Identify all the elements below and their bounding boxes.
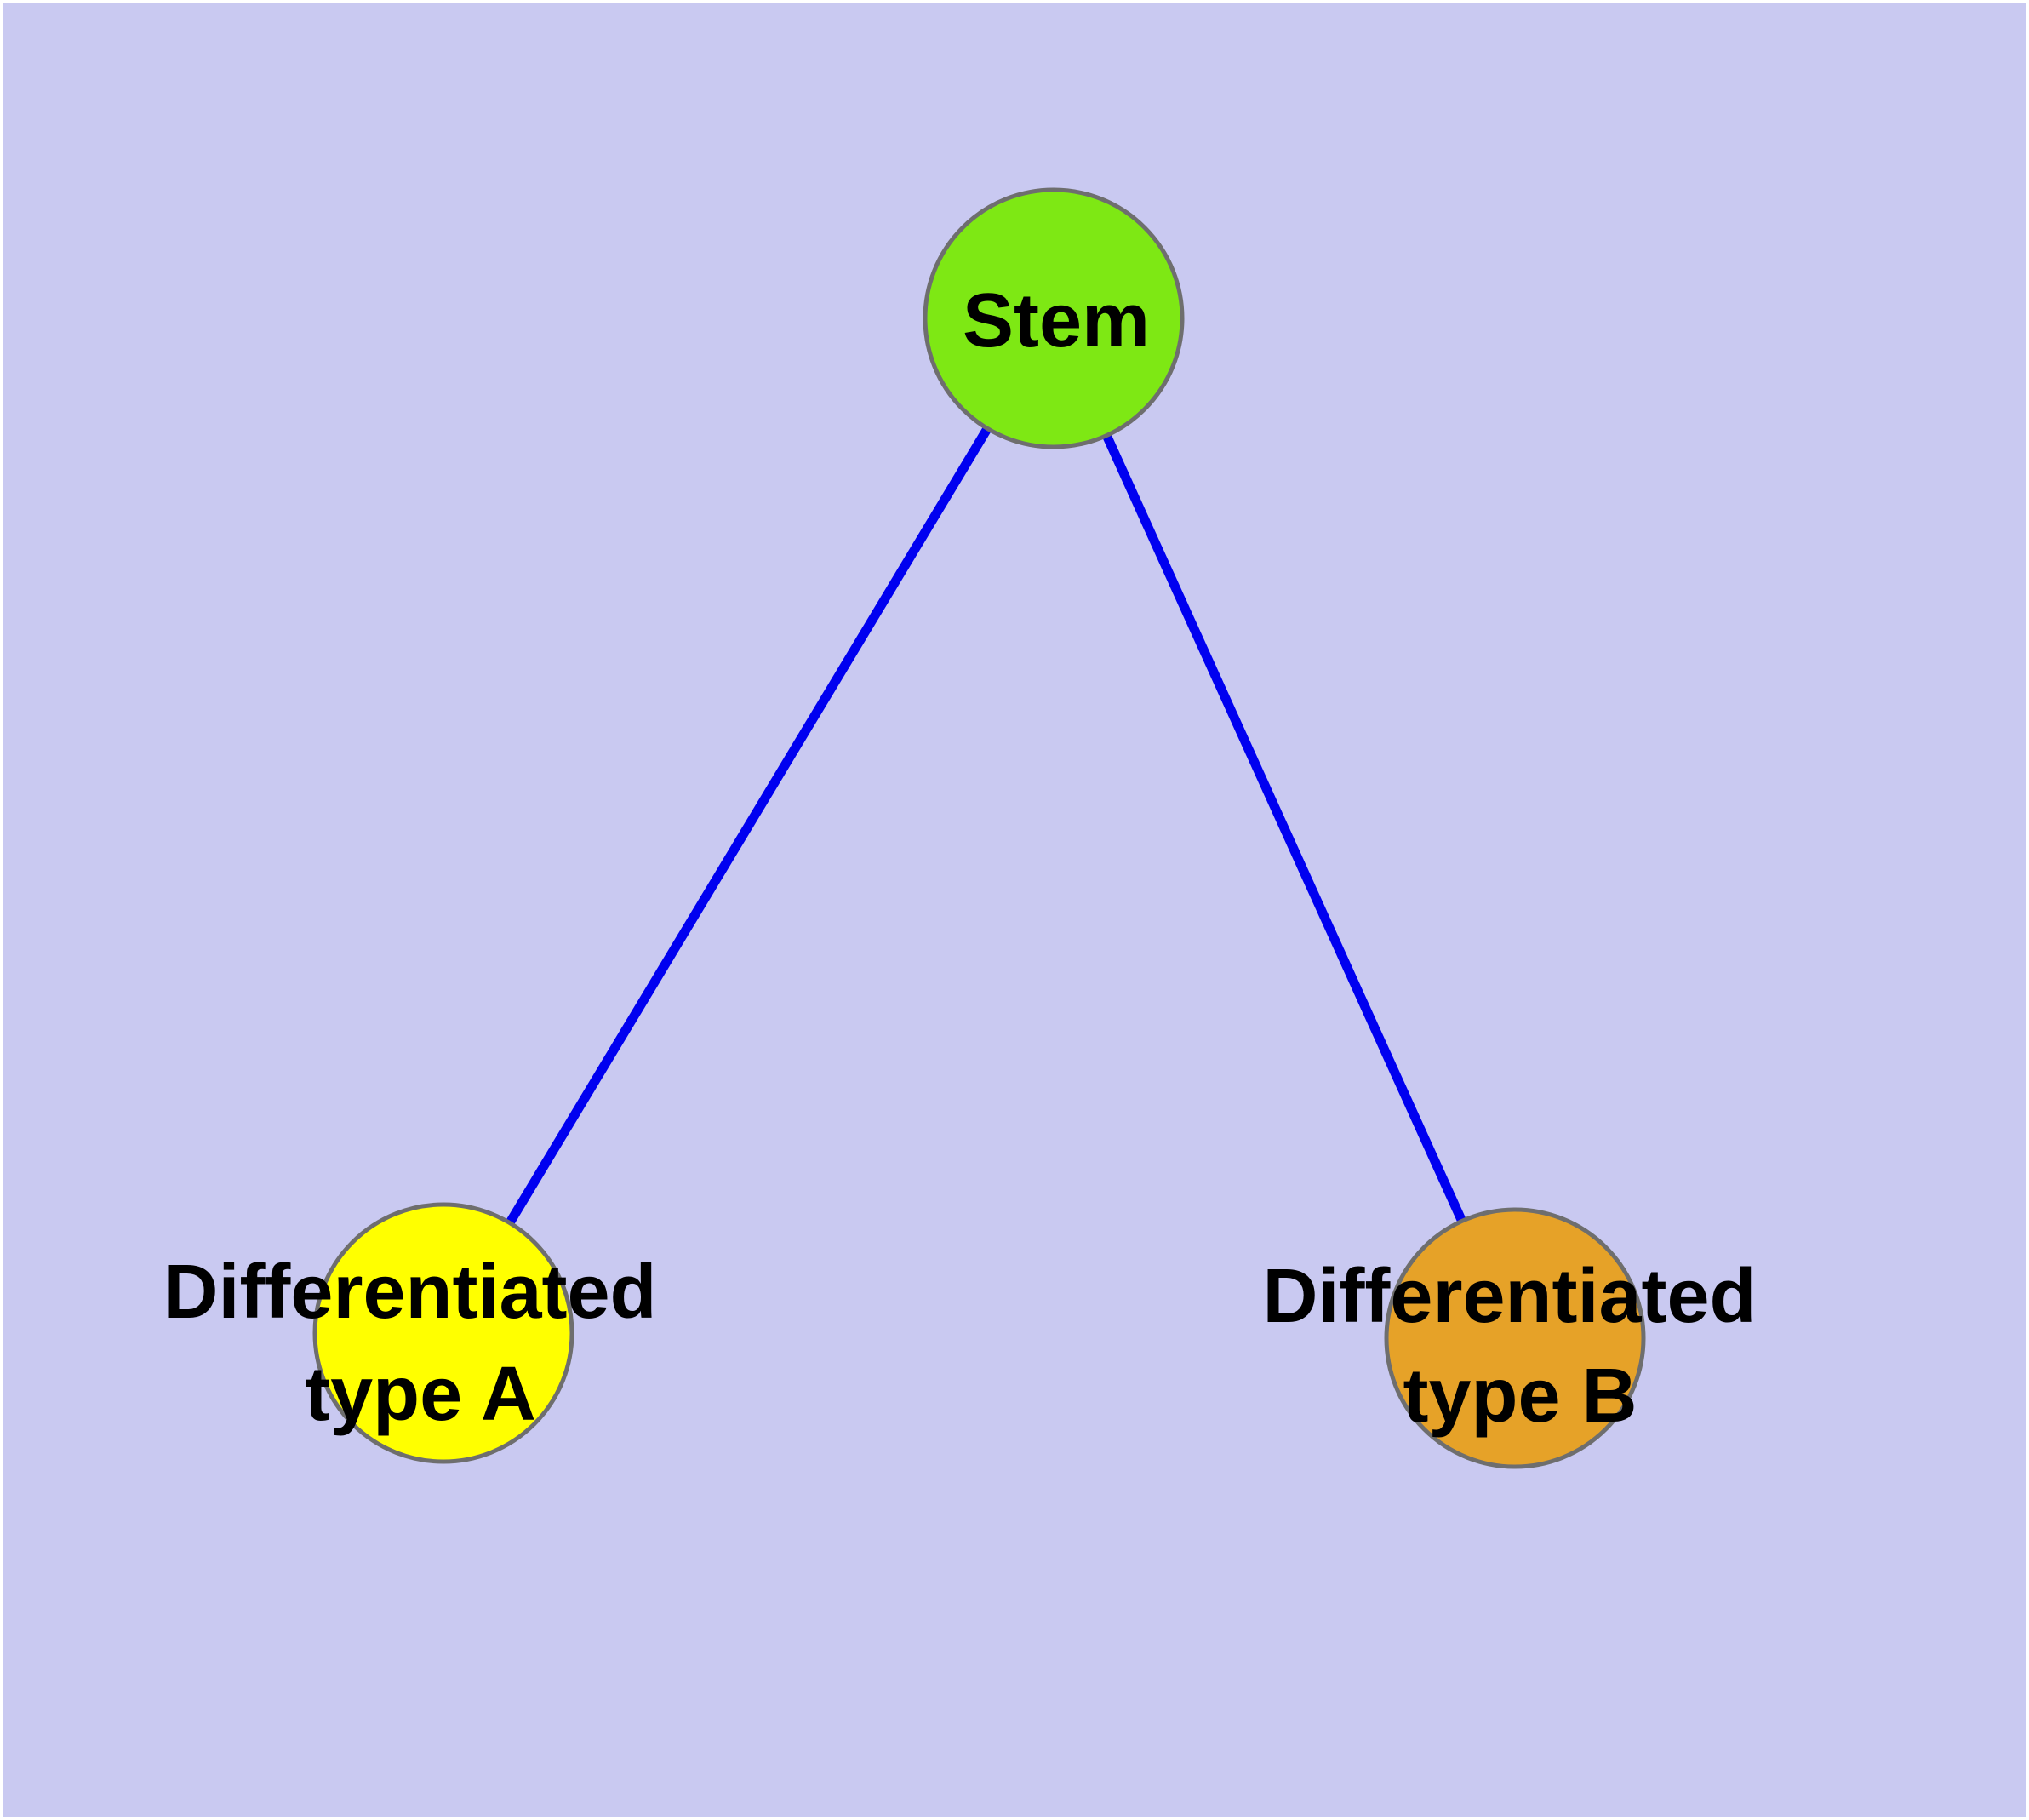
edge-layer — [439, 316, 1520, 1341]
edge-stem-to-differentiated-type-b — [1049, 316, 1520, 1341]
node-differentiated-type-b-label: Differentiated type B — [1262, 1254, 1777, 1439]
node-stem-label: Stem — [963, 278, 1150, 363]
label-layer: Stem Differentiated type A Differentiate… — [163, 278, 1777, 1439]
node-differentiated-type-a — [312, 1202, 574, 1464]
node-differentiated-type-a-label-line-1: Differentiated — [163, 1250, 656, 1335]
node-stem — [923, 187, 1185, 449]
node-layer — [312, 187, 1646, 1469]
edge-stem-to-differentiated-type-a — [439, 316, 1058, 1336]
node-differentiated-type-b — [1384, 1207, 1646, 1469]
node-differentiated-type-a-label-line-2: type A — [305, 1352, 536, 1437]
node-differentiated-type-a-label: Differentiated type A — [163, 1250, 677, 1437]
node-differentiated-type-b-label-line-2: type B — [1403, 1354, 1637, 1439]
node-differentiated-type-b-label-line-1: Differentiated — [1262, 1254, 1756, 1339]
